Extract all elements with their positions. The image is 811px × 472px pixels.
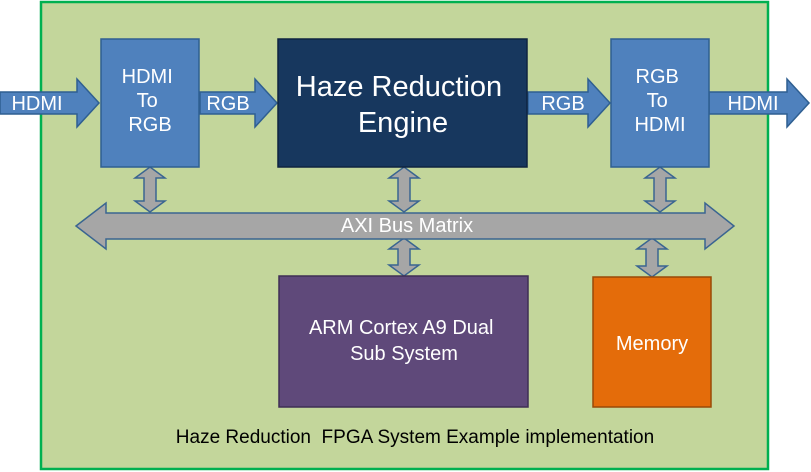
rgb-to-hdmi-label: RGB To HDMI [634, 66, 685, 136]
rgb-label-1: RGB [206, 93, 249, 115]
rgb-arrow-1 [199, 77, 279, 129]
haze-reduction-engine-block [277, 38, 528, 168]
haze-reduction-engine-label: Haze Reduction Engine [296, 71, 510, 139]
rgb-to-hdmi-block [610, 38, 710, 168]
hdmi-in-arrow [0, 77, 101, 129]
rgb-label-2: RGB [541, 93, 584, 115]
hdmi-to-rgb-bus-connector [132, 166, 168, 213]
engine-bus-connector [386, 166, 422, 213]
vertical-connectors [132, 166, 678, 278]
arm-cortex-label: ARM Cortex A9 Dual Sub System [309, 317, 499, 365]
hdmi-out-arrow [708, 77, 811, 129]
hdmi-to-rgb-label: HDMI To RGB [122, 66, 179, 136]
rgb-to-hdmi-bus-connector [642, 166, 678, 213]
rgb-arrow-2 [527, 77, 612, 129]
arm-cortex-block [278, 275, 529, 408]
axi-bus-label: AXI Bus Matrix [341, 215, 473, 237]
hdmi-out-label: HDMI [727, 93, 778, 115]
memory-block [592, 276, 712, 408]
hdmi-to-rgb-block [100, 38, 200, 168]
hdmi-in-label: HDMI [11, 93, 62, 115]
axi-bus-arrow [74, 201, 736, 251]
diagram-caption: Haze Reduction FPGA System Example imple… [176, 427, 654, 448]
memory-label: Memory [616, 333, 688, 355]
